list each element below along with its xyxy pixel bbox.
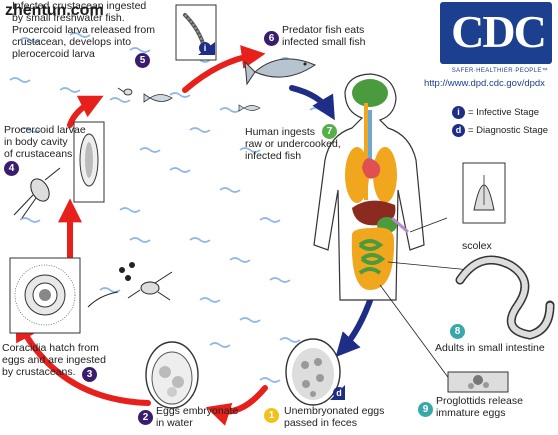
stage-4-badge: 4 — [4, 161, 19, 176]
stage-9-label: Proglottids release immature eggs — [436, 395, 523, 419]
legend-infective-label: = Infective Stage — [468, 107, 540, 119]
stage-1-badge: 1 — [264, 408, 279, 423]
watermark: zhentun.com — [2, 2, 107, 20]
label-line: Proglottids release — [436, 395, 523, 407]
scolex-box — [462, 162, 506, 224]
adult-worm — [455, 255, 555, 340]
label-line: infected small fish — [282, 36, 366, 48]
label-line: by crustaceans. — [2, 366, 76, 378]
stage-5-label: Infected crustacean ingested by small fr… — [12, 0, 155, 60]
stage-6-badge: 6 — [264, 31, 279, 46]
stage-3-badge: 3 — [82, 367, 97, 382]
stage-4-label: Procercoid larvae in body cavity of crus… — [4, 124, 86, 160]
arrow-4-to-5 — [67, 95, 104, 128]
scolex-label: scolex — [462, 240, 492, 252]
label-line: Eggs embryonate — [156, 405, 239, 417]
label-line: Infected crustacean ingested — [12, 0, 147, 12]
arrow-6-to-7 — [289, 85, 335, 121]
crustacean-3 — [127, 271, 173, 301]
stage-7-label: Human ingests raw or undercooked, infect… — [245, 126, 341, 162]
cdc-tagline: SAFER·HEALTHIER·PEOPLE™ — [451, 68, 549, 74]
diagnostic-badge: d — [452, 124, 465, 137]
label-line: plerocercoid larva — [12, 48, 95, 60]
infective-stage-badge: i — [199, 42, 211, 54]
cdc-logo-letters: CDC — [451, 6, 547, 57]
stage-5-badge: 5 — [135, 53, 150, 68]
crustacean-4 — [13, 167, 61, 219]
label-line: Procercoid larva released from — [12, 24, 155, 36]
label-line: Coracidia hatch from — [2, 342, 99, 354]
diagnostic-stage-badge: d — [333, 387, 345, 399]
plerocercoid-box — [175, 4, 217, 61]
legend-infective: i= Infective Stage — [452, 106, 539, 119]
human-arrows — [289, 85, 375, 358]
proglottid-box — [447, 371, 509, 393]
legend-diagnostic-label: = Diagnostic Stage — [468, 125, 549, 137]
human-figure — [313, 73, 425, 301]
embryonated-egg — [145, 341, 199, 409]
legend-diagnostic: d= Diagnostic Stage — [452, 124, 548, 137]
stage-6-label: Predator fish eats infected small fish — [282, 24, 365, 48]
arrow-5-to-6 — [182, 45, 266, 93]
infective-badge: i — [452, 106, 465, 119]
label-line: crustacean, develops into — [12, 36, 132, 48]
cdc-url-link[interactable]: http://www.dpd.cdc.gov/dpdx — [424, 78, 545, 89]
arrow-to-eggs — [335, 292, 375, 358]
label-line: by small freshwater fish. — [12, 12, 125, 24]
cdc-logo — [440, 2, 552, 64]
coracidia-dots — [119, 262, 135, 281]
arrow-2-to-3 — [15, 316, 151, 406]
stage-8-label: Adults in small intestine — [435, 342, 545, 354]
stage-8-badge: 8 — [450, 324, 465, 339]
procercoid-box — [73, 121, 105, 203]
pointer-lines — [379, 217, 471, 381]
label-line: of crustaceans — [4, 148, 73, 160]
label-line: Procercoid larvae — [4, 124, 86, 136]
label-line: immature eggs — [436, 407, 506, 419]
cycle-arrows — [15, 45, 268, 426]
label-line: passed in feces — [284, 417, 357, 429]
stage-2-badge: 2 — [138, 410, 153, 425]
label-line: infected fish — [245, 150, 302, 162]
label-line: in water — [156, 417, 193, 429]
small-crustacean-5 — [117, 87, 133, 96]
label-line: eggs and are ingested — [2, 354, 106, 366]
predator-fish — [244, 58, 317, 86]
small-fish-7 — [238, 104, 261, 112]
stage-9-badge: 9 — [418, 402, 433, 417]
arrow-1-to-2 — [205, 385, 268, 426]
stage-3-label: Coracidia hatch from eggs and are ingest… — [2, 342, 106, 378]
stage-2-label: Eggs embryonate in water — [156, 405, 238, 429]
label-line: in body cavity — [4, 136, 68, 148]
unembryonated-egg — [285, 338, 345, 406]
label-line: raw or undercooked, — [245, 138, 341, 150]
stage-1-label: Unembryonated eggs passed in feces — [284, 405, 384, 429]
stage-7-badge: 7 — [322, 124, 337, 139]
label-line: Unembryonated eggs — [284, 405, 385, 417]
coracidium-box — [9, 257, 81, 334]
label-line: Predator fish eats — [282, 24, 365, 36]
small-fish-5 — [143, 93, 173, 103]
label-line: Human ingests — [245, 126, 316, 138]
